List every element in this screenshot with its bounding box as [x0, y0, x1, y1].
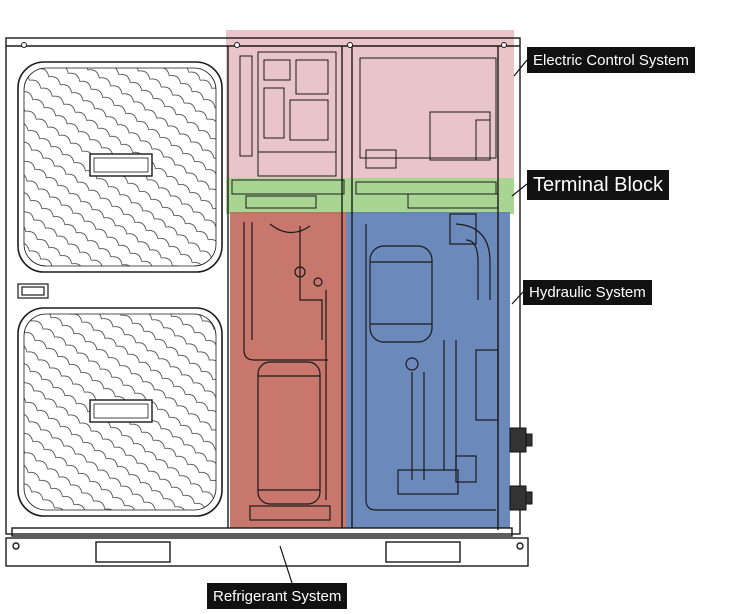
electric-control-zone — [226, 30, 514, 180]
water-connectors — [509, 427, 533, 511]
terminal-strip — [231, 179, 499, 209]
upper-fan-grille — [17, 61, 223, 273]
leader-lines — [279, 59, 528, 584]
lower-fan-grille — [17, 307, 223, 517]
refrigerant-zone — [230, 212, 346, 528]
refrigerant-system-label: Refrigerant System — [207, 583, 348, 609]
hydraulic-leader-line — [511, 291, 524, 305]
electric-leader-line — [513, 59, 528, 77]
terminal-block-label: Terminal Block — [527, 170, 670, 200]
refrigerant-components — [243, 222, 331, 521]
unit-casing — [5, 37, 521, 537]
hydraulic-zone — [346, 212, 510, 528]
casing-screws — [21, 42, 507, 48]
control-board — [239, 51, 497, 177]
base-rail — [5, 537, 529, 567]
refrigerant-leader-line — [279, 545, 293, 584]
electric-control-system-label: Electric Control System — [527, 47, 695, 73]
hydraulic-components — [365, 213, 499, 511]
terminal-leader-line — [511, 183, 528, 197]
hydraulic-system-label: Hydraulic System — [523, 280, 652, 305]
carry-handle — [17, 283, 49, 299]
